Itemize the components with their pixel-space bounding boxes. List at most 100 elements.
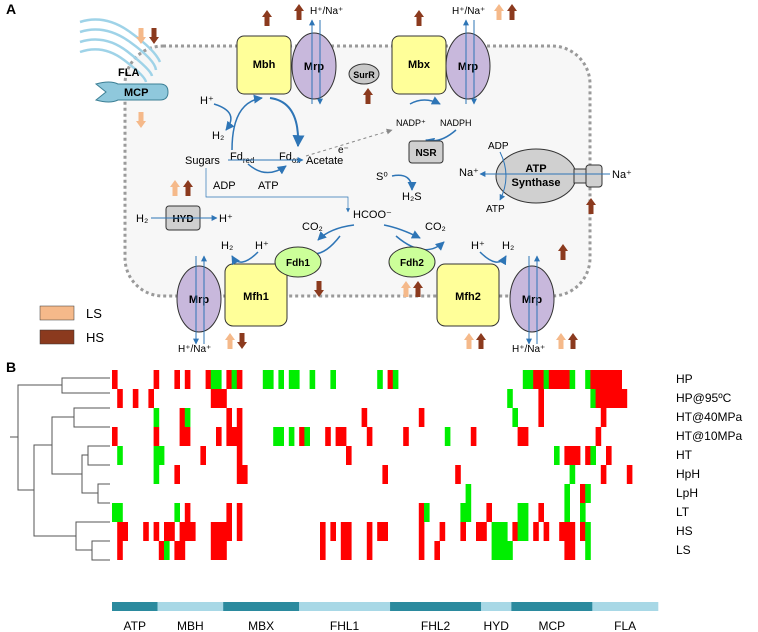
heatmap-cell [179, 427, 186, 446]
nsr-box [408, 140, 444, 164]
heatmap-cell [361, 408, 368, 427]
heatmap-cell [153, 427, 160, 446]
heatmap-cell [236, 370, 243, 389]
mrp-top-right-ls-arrow-icon [494, 4, 504, 20]
heatmap-cell [210, 541, 217, 560]
mrp-top-left-shape [291, 32, 337, 100]
atp-synthase-label-1: ATP [525, 163, 546, 175]
adp-center-label: ADP [213, 180, 236, 192]
heatmap-cell [564, 522, 570, 541]
heatmap-cell [595, 389, 602, 408]
mcp-shape [94, 81, 169, 103]
surr-shape [348, 63, 380, 85]
heatmap-cell [377, 522, 383, 541]
heatmap-cell [595, 370, 602, 389]
heatmap-cell [387, 370, 394, 389]
heatmap-cell [216, 522, 222, 541]
heatmap-cell [569, 465, 576, 484]
heatmap-cell [382, 522, 388, 541]
heatmap-cell [210, 522, 217, 541]
acetate-label: Acetate [306, 155, 343, 167]
heatmap-cell [122, 522, 128, 541]
fla-label: FLA [118, 67, 139, 79]
heatmap-cell [320, 522, 326, 541]
heatmap-cell [600, 370, 607, 389]
heatmap-cell [512, 408, 518, 427]
heatmap-cell [174, 541, 180, 560]
heatmap-cell [481, 522, 487, 541]
heatmap-cell [491, 541, 498, 560]
mrp-top-left-hs-arrow-icon [294, 4, 304, 20]
atp-synthase-label-2: Synthase [512, 177, 561, 189]
heatmap-cell [346, 446, 352, 465]
heatmap-cell [569, 522, 576, 541]
heatmap-cell [564, 503, 570, 522]
mfh2-box [436, 263, 500, 327]
heatmap-cell [226, 408, 232, 427]
heatmap-cell [242, 465, 248, 484]
heatmap-cell [340, 522, 347, 541]
heatmap-cell [507, 541, 513, 560]
heatmap-cell [153, 465, 160, 484]
heatmap-cell [236, 465, 243, 484]
heatmap-cell [153, 370, 160, 389]
heatmap-cell [392, 370, 399, 389]
heatmap-cell [585, 370, 591, 389]
dendrogram [10, 377, 110, 561]
heatmap-cell [179, 408, 186, 427]
atp-center-label: ATP [258, 180, 279, 192]
heatmap-cell [465, 484, 472, 503]
heatmap-cell [184, 408, 191, 427]
heatmap-cell [606, 446, 612, 465]
heatmap-cell [273, 427, 279, 446]
row-label-hp95: HP@95ºC [676, 391, 732, 405]
h-plus-hyd-label: H⁺ [219, 213, 233, 225]
heatmap-cell [460, 522, 466, 541]
mbx-label: Mbx [408, 59, 431, 71]
h-na-top-left-label: H⁺/Na⁺ [310, 6, 343, 17]
heatmap-cell [580, 522, 586, 541]
legend-hs-label: HS [86, 330, 104, 345]
heatmap-cell [184, 522, 191, 541]
group-bar-mbh [157, 602, 224, 611]
gene-group-bar [112, 602, 659, 611]
heatmap-cell [564, 370, 570, 389]
heatmap-cell [403, 427, 409, 446]
heatmap-cell [366, 522, 373, 541]
h2-mbh-label: H₂ [212, 130, 224, 142]
heatmap-cell [554, 446, 560, 465]
heatmap-cell [590, 370, 596, 389]
heatmap-cell [174, 370, 180, 389]
heatmap-cell [179, 522, 186, 541]
panel-a: A FLA MCP Mbh Mrp H⁺/Na⁺ SurR [6, 1, 632, 355]
legend-ls-label: LS [86, 306, 102, 321]
heatmap-cell [600, 389, 607, 408]
group-bar-hyd [481, 602, 512, 611]
mrp-bottom-left-shape [176, 265, 222, 333]
heatmap-cell [153, 446, 160, 465]
heatmap-cell [590, 446, 596, 465]
heatmap-cell [538, 503, 544, 522]
heatmap-cell [606, 389, 612, 408]
heatmap-cell [548, 370, 555, 389]
heatmap-cell [304, 427, 310, 446]
heatmap-cell [221, 389, 227, 408]
mrp-bottom-left-ls-arrow-icon [225, 333, 235, 349]
mbh-box [236, 35, 292, 95]
heatmap-cell [117, 503, 123, 522]
row-label-ht10: HT@10MPa [676, 429, 743, 443]
nadph-label: NADPH [440, 118, 472, 128]
heatmap-cell [611, 370, 617, 389]
row-label-lph: LpH [676, 486, 698, 500]
heatmap-cell [418, 408, 425, 427]
fla-ls-arrow-icon [136, 28, 146, 44]
heatmap-cell [143, 522, 149, 541]
heatmap-cell [600, 465, 607, 484]
panel-a-label: A [6, 1, 16, 17]
mfh2-ls-arrow-icon [464, 333, 474, 349]
heatmap-cell [236, 503, 243, 522]
heatmap-cell [210, 370, 217, 389]
heatmap-cell [190, 522, 196, 541]
heatmap-cell [174, 503, 180, 522]
s0-label: S⁰ [376, 171, 388, 183]
